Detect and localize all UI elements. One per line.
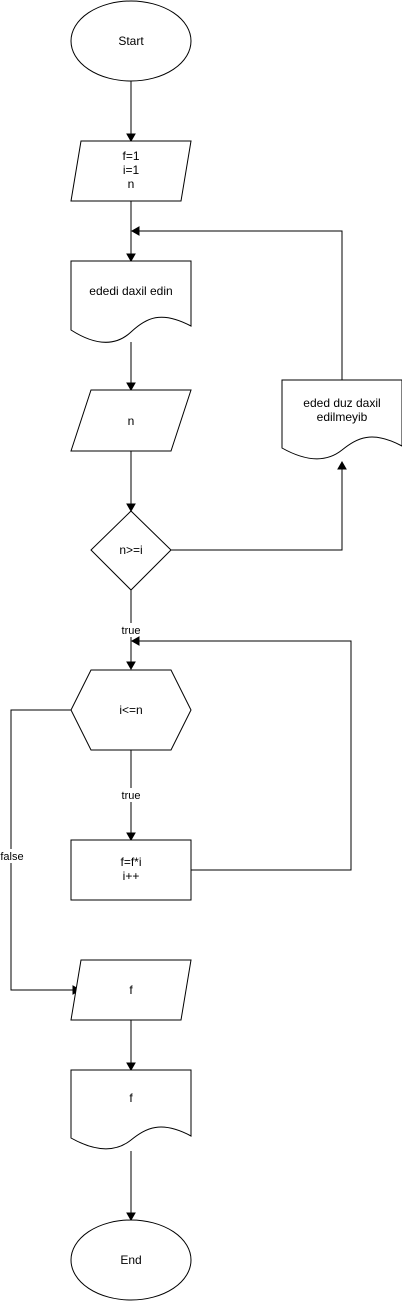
edge-init-to-prompt [126, 201, 136, 263]
edge-body-to-loop [130, 636, 352, 871]
node-prompt-document: ededi daxil edin [70, 260, 192, 343]
node-display-document: f [70, 1069, 192, 1150]
edge-output-to-display [126, 1020, 136, 1072]
node-check-decision: n>=i [90, 510, 172, 591]
edge-start-to-init [126, 81, 136, 143]
label-loop-true: true [122, 790, 141, 802]
edge-display-to-end [126, 1151, 136, 1222]
node-init-line-1: f=1 [122, 149, 139, 163]
node-input-n: n [70, 389, 192, 452]
node-output-f-label: f [129, 983, 133, 997]
edge-loop-false-to-output: false [0, 709, 82, 995]
node-loop-label: i<=n [119, 703, 142, 717]
node-check-label: n>=i [119, 543, 142, 557]
node-start: Start [70, 0, 192, 82]
node-init-line-2: i=1 [123, 163, 140, 177]
node-init-line-3: n [128, 177, 135, 191]
node-body-line-1: f=f*i [120, 855, 141, 869]
node-end: End [70, 1219, 192, 1301]
node-loop-hexagon: i<=n [70, 669, 192, 751]
node-init: f=1 i=1 n [70, 140, 192, 202]
node-display-label: f [129, 1091, 133, 1105]
edge-prompt-to-input [126, 342, 136, 392]
node-body-process: f=f*i i++ [70, 839, 192, 901]
label-loop-false: false [0, 851, 23, 863]
edge-input-to-check [126, 451, 136, 513]
edge-loop-to-body: true [118, 750, 144, 842]
edge-check-to-loop: true [118, 590, 144, 671]
edge-error-to-prompt [130, 226, 343, 380]
label-check-true: true [122, 625, 141, 637]
edge-check-to-error [171, 460, 347, 551]
node-body-line-2: i++ [123, 869, 140, 883]
node-output-f: f [70, 959, 192, 1021]
node-prompt-label: ededi daxil edin [89, 284, 172, 298]
node-error-line-1: eded duz daxil [303, 396, 380, 410]
node-start-label: Start [118, 34, 144, 48]
node-end-label: End [120, 1253, 141, 1267]
node-error-line-2: edilmeyib [317, 410, 368, 424]
node-error-document: eded duz daxil edilmeyib [281, 379, 402, 460]
node-input-n-label: n [128, 414, 135, 428]
